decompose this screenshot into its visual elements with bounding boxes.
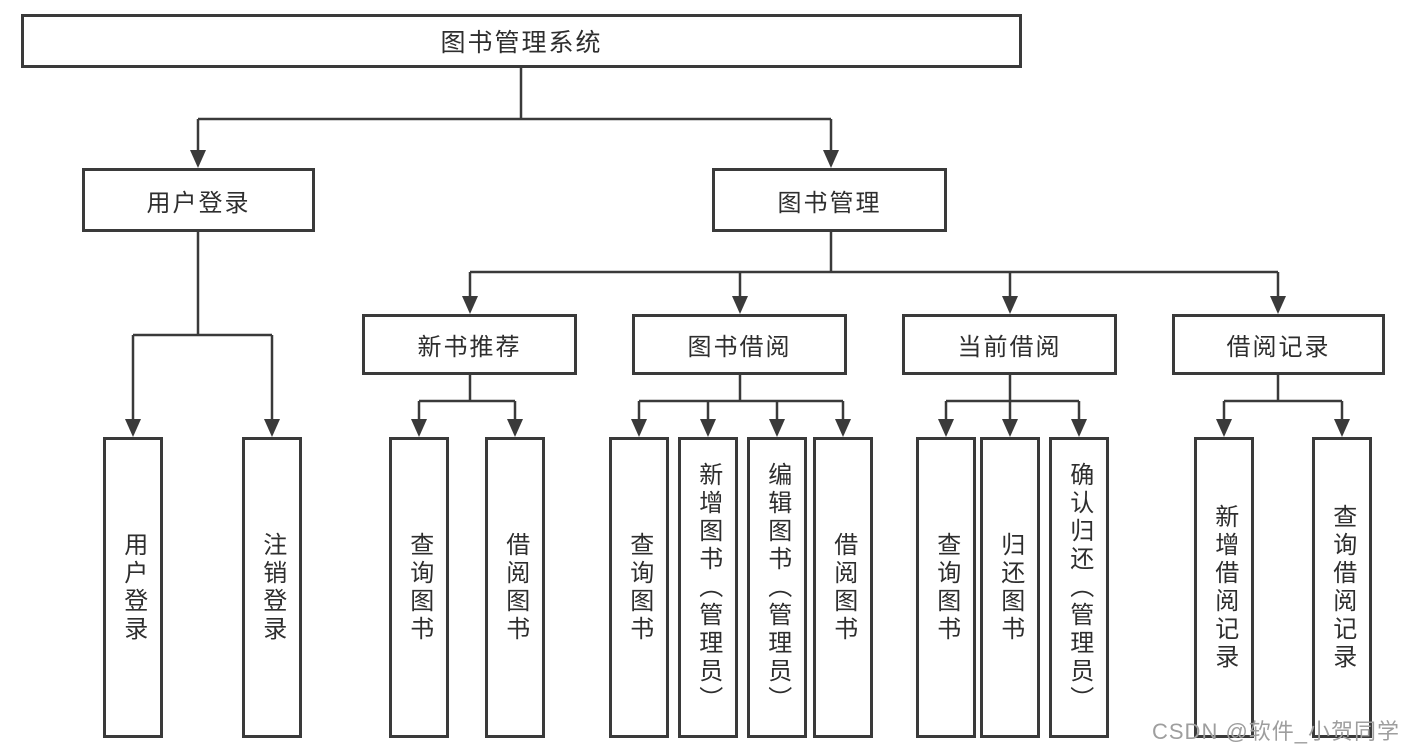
leaf-borrow-books-recommend: 借阅图书 <box>485 437 545 738</box>
leaf-add-borrow-record: 新增借阅记录 <box>1194 437 1254 738</box>
arrowhead-icons <box>125 150 1350 437</box>
node-user-login: 用户登录 <box>82 168 315 232</box>
node-library-management-system: 图书管理系统 <box>21 14 1022 68</box>
leaf-confirm-return-admin: 确认归还（管理员） <box>1049 437 1109 738</box>
node-book-borrowing: 图书借阅 <box>632 314 847 375</box>
leaf-borrow-books: 借阅图书 <box>813 437 873 738</box>
node-borrowing-records: 借阅记录 <box>1172 314 1385 375</box>
leaf-query-books-borrowing: 查询图书 <box>609 437 669 738</box>
leaf-user-login: 用户登录 <box>103 437 163 738</box>
csdn-watermark: CSDN @软件_小贺同学 <box>1152 719 1401 744</box>
leaf-query-borrow-record: 查询借阅记录 <box>1312 437 1372 738</box>
leaf-edit-books-admin: 编辑图书（管理员） <box>747 437 807 738</box>
leaf-logout: 注销登录 <box>242 437 302 738</box>
leaf-return-books: 归还图书 <box>980 437 1040 738</box>
leaf-query-books-current: 查询图书 <box>916 437 976 738</box>
node-book-management: 图书管理 <box>712 168 947 232</box>
node-new-book-recommendation: 新书推荐 <box>362 314 577 375</box>
leaf-add-books-admin: 新增图书（管理员） <box>678 437 738 738</box>
leaf-query-books-recommend: 查询图书 <box>389 437 449 738</box>
node-current-borrowing: 当前借阅 <box>902 314 1117 375</box>
